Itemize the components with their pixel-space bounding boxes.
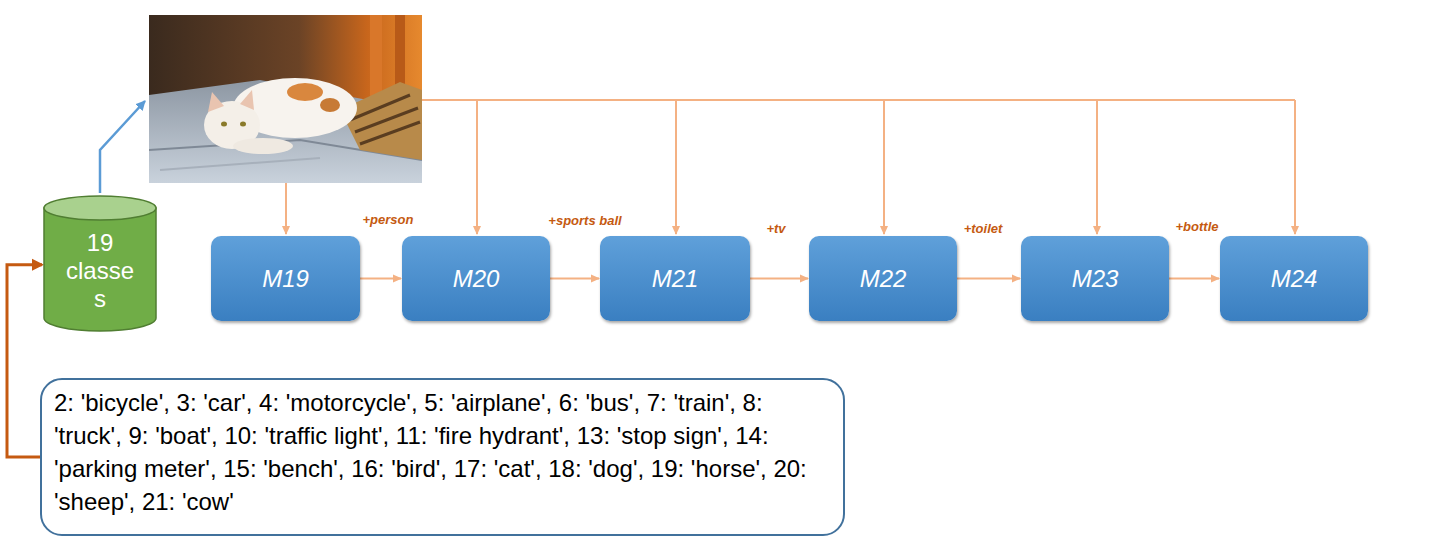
model-name: M20 [445,265,508,293]
model-box: M22 [809,236,957,321]
step-arrow [360,278,401,280]
model-name: M19 [254,265,317,293]
model-box: M23 [1021,236,1169,321]
step-arrow [550,278,599,280]
model-box: M21 [600,236,750,321]
step-arrow [750,278,808,280]
sample-arrow [100,101,145,193]
step-arrow [1169,278,1219,280]
model-box: M19 [211,236,360,321]
added-class-label: +toilet [962,221,1005,236]
added-class-label: +bottle [1174,219,1221,234]
feed-lines [286,100,1295,234]
class-list-text: 2: 'bicycle', 3: 'car', 4: 'motorcycle',… [54,386,831,518]
added-class-label: +tv [764,221,787,236]
feedback-arrow [7,265,42,457]
added-class-label: +person [361,212,416,227]
database-cylinder: 19 classe s [43,195,157,332]
model-name: M23 [1064,265,1127,293]
cat-photo [149,15,422,183]
model-box: M24 [1220,236,1368,321]
model-name: M24 [1263,265,1326,293]
model-name: M21 [644,265,707,293]
class-list-box: 2: 'bicycle', 3: 'car', 4: 'motorcycle',… [40,378,845,536]
model-name: M22 [852,265,915,293]
added-class-label: +sports ball [546,213,623,228]
database-label: 19 classe s [60,229,140,313]
step-arrow [957,278,1020,280]
model-box: M20 [402,236,550,321]
